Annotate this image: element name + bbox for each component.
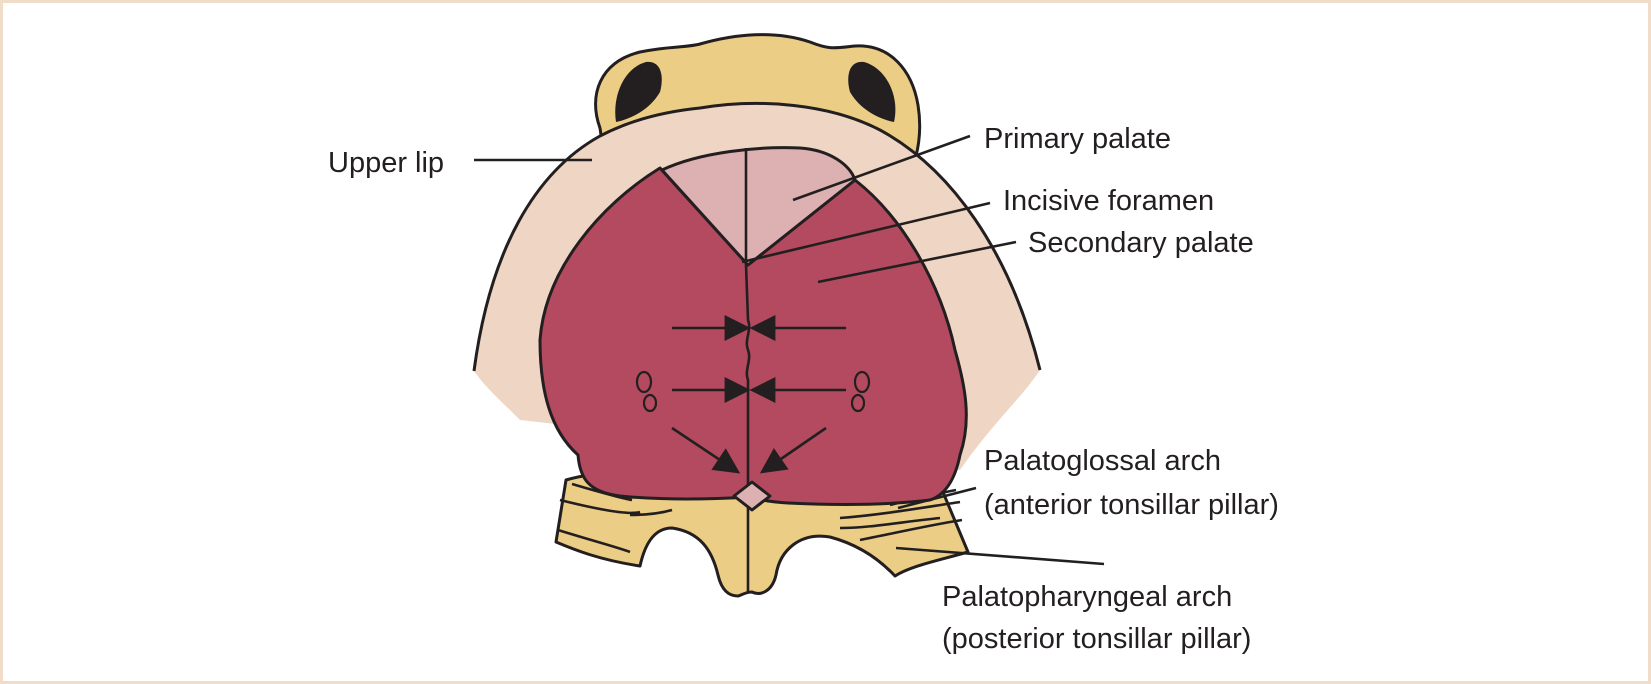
arrow-lower-right xyxy=(759,426,827,474)
leader-secondary-palate xyxy=(817,240,1017,284)
left-pillar-lines-4 xyxy=(629,508,673,517)
upper-lip-outline xyxy=(472,101,1042,372)
left-nostril xyxy=(615,61,662,122)
incisive-dot xyxy=(732,480,772,512)
arrow-lower-left xyxy=(671,426,741,474)
right-pillar-lines-2 xyxy=(859,518,963,542)
left-pillar-lines-2 xyxy=(557,528,631,554)
left-palatine-foramina xyxy=(635,370,658,413)
leader-palatoglossal-arch xyxy=(897,486,977,510)
label-incisive-foramen: Incisive foramen xyxy=(1003,185,1214,217)
label-palatopharyngeal-arch-sub: (posterior tonsillar pillar) xyxy=(942,623,1251,655)
primary-palate xyxy=(660,146,857,267)
left-pillar-lines xyxy=(559,498,641,515)
right-palatine-foramina xyxy=(850,370,871,413)
right-pillar-lines xyxy=(839,500,961,520)
label-secondary-palate: Secondary palate xyxy=(1028,227,1254,259)
leader-palatopharyngeal-arch xyxy=(895,546,1105,566)
label-palatopharyngeal-arch: Palatopharyngeal arch xyxy=(942,581,1232,613)
right-pillar-lines-4 xyxy=(839,516,941,530)
right-nostril xyxy=(848,61,896,122)
label-palatoglossal-arch: Palatoglossal arch xyxy=(984,445,1221,477)
leader-incisive-foramen xyxy=(741,201,991,264)
leader-primary-palate xyxy=(792,134,971,202)
label-palatoglossal-arch-sub: (anterior tonsillar pillar) xyxy=(984,489,1279,521)
label-primary-palate: Primary palate xyxy=(984,123,1171,155)
label-upper-lip: Upper lip xyxy=(328,147,444,179)
